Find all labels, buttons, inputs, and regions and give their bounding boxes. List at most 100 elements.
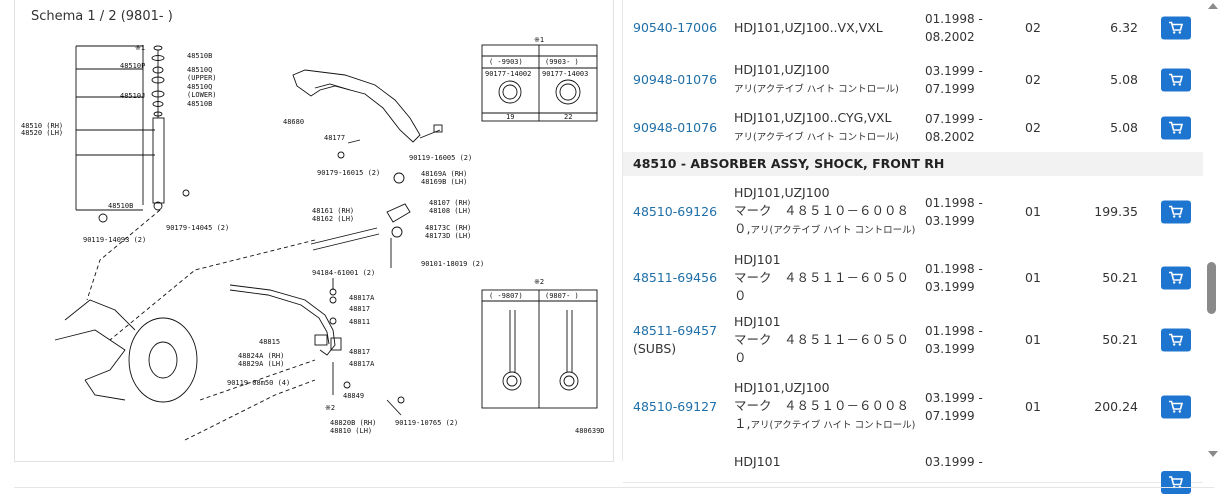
group-header-row: 48510 - ABSORBER ASSY, SHOCK, FRONT RH — [623, 152, 1203, 177]
subs-label: (SUBS) — [633, 341, 677, 356]
period-line: 07.1999 — [925, 409, 975, 423]
label-48817-2: 48817 — [349, 348, 370, 356]
label-48173c: 48173C (RH) — [425, 224, 471, 232]
label-box2-h1: ( -9807) — [489, 292, 523, 300]
label-box1-p1: 90177-14002 — [485, 70, 531, 78]
description-line: HDJ101,UZJ100..VX,VXL — [734, 20, 883, 35]
label-48817-1: 48817 — [349, 305, 370, 313]
part-number-cell: 90948-01076 — [633, 71, 728, 89]
description-note: アリ(アクテイブ ハイト コントロール) — [734, 84, 899, 95]
add-to-cart-button[interactable] — [1161, 471, 1191, 494]
label-48510b-top: 48510B — [187, 52, 212, 60]
description-cell: HDJ101 — [734, 453, 919, 471]
label-48680: 48680 — [283, 118, 304, 126]
label-48162: 48162 (LH) — [312, 215, 354, 223]
quantity-cell: 01 — [1025, 399, 1041, 414]
scroll-down-arrow-icon[interactable] — [1208, 451, 1218, 457]
description-line: ０, — [734, 221, 751, 236]
add-to-cart-button[interactable] — [1161, 266, 1191, 290]
label-48849: 48849 — [343, 392, 364, 400]
part-number-link[interactable]: 48511-69456 — [633, 270, 718, 285]
period-cell: 03.1999 -07.1999 — [925, 62, 995, 98]
label-48815: 48815 — [259, 338, 280, 346]
part-number-link[interactable]: 48511-69457 — [633, 323, 718, 338]
label-48510q-lower: 48510Q — [187, 83, 212, 91]
part-number-link[interactable]: 48510-69126 — [633, 204, 718, 219]
add-to-cart-button[interactable] — [1161, 116, 1191, 140]
shopping-cart-icon — [1169, 333, 1184, 346]
label-48520-lh: 48520 (LH) — [21, 129, 63, 137]
label-48817a-2: 48817A — [349, 360, 375, 368]
label-90101-18019: 90101-18019 (2) — [421, 260, 484, 268]
label-48829a: 48829A (LH) — [238, 360, 284, 368]
part-number-link[interactable]: 90948-01076 — [633, 120, 718, 135]
label-48810: 48810 (LH) — [330, 427, 372, 435]
add-to-cart-button[interactable] — [1161, 395, 1191, 419]
label-48510b-2: 48510B — [187, 100, 212, 108]
label-upper: (UPPER) — [187, 74, 217, 82]
description-note: アリ(アクテイブ ハイト コントロール) — [734, 132, 899, 143]
scroll-up-arrow-icon[interactable] — [1208, 3, 1218, 9]
period-line: 03.1999 - — [925, 391, 983, 405]
period-line: 01.1998 - — [925, 324, 983, 338]
label-note2-box: ※2 — [534, 278, 544, 286]
add-to-cart-button[interactable] — [1161, 16, 1191, 40]
description-line: HDJ101,UZJ100 — [734, 380, 830, 395]
table-row: 90948-01076 HDJ101,UZJ100 アリ(アクテイブ ハイト コント… — [623, 56, 1203, 105]
description-line: ０ — [734, 350, 747, 365]
table-row: 48511-69457 (SUBS) HDJ101 マーク ４８５１１－６０５０ ０ 01… — [623, 308, 1203, 373]
label-90119-10765: 90119-10765 (2) — [395, 419, 458, 427]
part-number-cell: 48510-69126 — [633, 203, 728, 221]
description-line: マーク ４８５１１－６０５０ — [734, 332, 910, 347]
part-number-link[interactable]: 90540-17006 — [633, 20, 718, 35]
add-to-cart-button[interactable] — [1161, 200, 1191, 224]
period-line: 03.1999 — [925, 342, 975, 356]
label-90119-14093: 90119-14093 (2) — [83, 236, 146, 244]
part-number-link[interactable]: 48510-69127 — [633, 399, 718, 414]
label-box1-d1: 19 — [506, 113, 514, 121]
label-48177: 48177 — [324, 134, 345, 142]
shopping-cart-icon — [1169, 73, 1184, 86]
label-48169b: 48169B (LH) — [421, 178, 467, 186]
vertical-scrollbar[interactable] — [1205, 0, 1221, 461]
period-line: 08.2002 — [925, 130, 975, 144]
label-48510j: 48510J — [120, 92, 145, 100]
shopping-cart-icon — [1169, 205, 1184, 218]
part-number-cell: 90540-17006 — [633, 19, 728, 37]
price-cell: 6.32 — [1110, 20, 1138, 35]
parts-diagram[interactable]: 48510B 48510P 48510Q (UPPER) 48510Q 4851… — [15, 0, 613, 461]
label-box1-d2: 22 — [564, 113, 572, 121]
label-48108: 48108 (LH) — [429, 207, 471, 215]
label-box1-h1: ( -9903) — [489, 58, 523, 66]
shopping-cart-icon — [1169, 121, 1184, 134]
scroll-thumb[interactable] — [1207, 262, 1216, 314]
description-cell: HDJ101,UZJ100..VX,VXL — [734, 19, 919, 37]
add-to-cart-button[interactable] — [1161, 328, 1191, 352]
quantity-cell: 01 — [1025, 204, 1041, 219]
description-line: HDJ101,UZJ100 — [734, 62, 830, 77]
part-number-link[interactable]: 90948-01076 — [633, 72, 718, 87]
label-90119-16005: 90119-16005 (2) — [409, 154, 472, 162]
period-line: 03.1999 — [925, 280, 975, 294]
part-number-cell: 48511-69457 (SUBS) — [633, 322, 728, 358]
part-number-cell: 48510-69127 — [633, 398, 728, 416]
label-90119-08m50: 90119-08m50 (4) — [227, 379, 290, 387]
price-cell: 5.08 — [1110, 72, 1138, 87]
label-48820b: 48820B (RH) — [330, 419, 376, 427]
quantity-cell: 01 — [1025, 332, 1041, 347]
label-48510q-upper: 48510Q — [187, 66, 212, 74]
period-line: 01.1998 - — [925, 262, 983, 276]
description-line: ０ — [734, 288, 747, 303]
price-cell: 50.21 — [1102, 332, 1138, 347]
period-line: 08.2002 — [925, 30, 975, 44]
description-line: マーク ４８５１０－６００８ — [734, 398, 910, 413]
description-line: HDJ101 — [734, 314, 781, 329]
part-number-cell: 48511-69456 — [633, 269, 728, 287]
add-to-cart-button[interactable] — [1161, 68, 1191, 92]
description-line: マーク ４８５１０－６００８ — [734, 203, 910, 218]
part-number-cell: 90948-01076 — [633, 119, 728, 137]
